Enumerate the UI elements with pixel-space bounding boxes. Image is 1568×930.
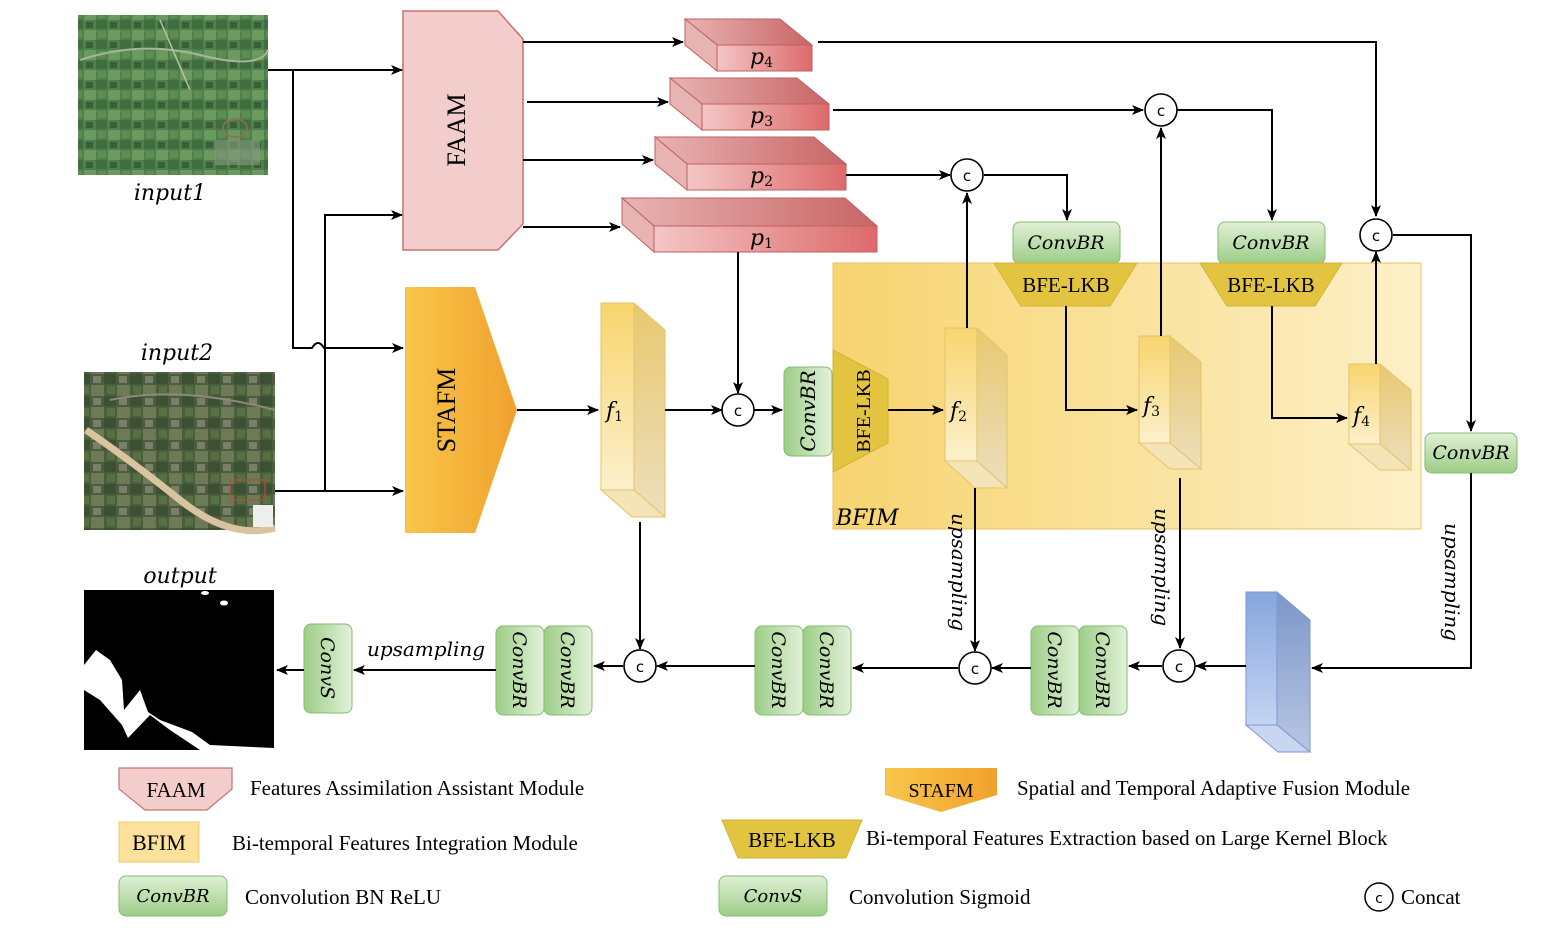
legend-bfim: BFIM Bi-temporal Features Integration Mo… xyxy=(118,821,578,863)
pyramid-p1: p1 xyxy=(620,196,879,254)
svg-text:c: c xyxy=(636,658,644,676)
feature-f3: f3 xyxy=(1137,334,1203,471)
legend: FAAM Features Assimilation Assistant Mod… xyxy=(118,767,1461,917)
bfe-lkb-block-top-2[interactable]: BFE-LKB xyxy=(1199,262,1343,307)
svg-text:c: c xyxy=(1175,658,1183,676)
legend-bfim-desc: Bi-temporal Features Integration Module xyxy=(232,831,578,855)
svg-text:c: c xyxy=(971,660,979,678)
concat-node-5: c xyxy=(1162,649,1196,683)
upsampling-label-2: upsampling xyxy=(1150,508,1174,626)
svg-text:FAAM: FAAM xyxy=(146,778,205,802)
connectors xyxy=(268,37,1476,675)
bfe-lkb-label: BFE-LKB xyxy=(853,369,875,452)
concat-node-4: c xyxy=(1359,218,1393,252)
input2-image xyxy=(84,372,276,535)
legend-convs: ConvS Convolution Sigmoid xyxy=(718,875,1031,917)
legend-faam: FAAM Features Assimilation Assistant Mod… xyxy=(118,767,584,811)
convbr-label: ConvBR xyxy=(1043,631,1065,708)
input1-label: input1 xyxy=(134,181,206,206)
stafm-block[interactable]: STAFM xyxy=(405,287,517,533)
legend-convbr-desc: Convolution BN ReLU xyxy=(245,885,441,909)
convbr-pair-3[interactable]: ConvBR ConvBR xyxy=(495,625,593,716)
svg-text:STAFM: STAFM xyxy=(908,780,973,802)
svg-text:c: c xyxy=(1157,102,1165,120)
upsampling-label-1: upsampling xyxy=(947,513,971,631)
legend-stafm-desc: Spatial and Temporal Adaptive Fusion Mod… xyxy=(1017,776,1410,800)
legend-bfe-lkb: BFE-LKB Bi-temporal Features Extraction … xyxy=(721,819,1388,859)
concat-node-3: c xyxy=(1144,93,1178,127)
convbr-label: ConvBR xyxy=(1432,442,1509,464)
input2-label: input2 xyxy=(141,341,213,366)
svg-text:ConvS: ConvS xyxy=(744,886,803,907)
legend-convs-desc: Convolution Sigmoid xyxy=(849,885,1031,909)
input1-image xyxy=(78,15,269,175)
convbr-label: ConvBR xyxy=(1232,232,1309,254)
faam-block[interactable]: FAAM xyxy=(402,10,524,251)
feature-f2: f2 xyxy=(943,326,1009,490)
convs-block[interactable]: ConvS xyxy=(303,623,353,714)
legend-bfe-lkb-desc: Bi-temporal Features Extraction based on… xyxy=(866,826,1388,850)
faam-label: FAAM xyxy=(442,93,471,166)
legend-convbr: ConvBR Convolution BN ReLU xyxy=(118,875,441,917)
svg-text:c: c xyxy=(963,167,971,185)
convbr-label: ConvBR xyxy=(508,631,530,708)
svg-text:c: c xyxy=(1372,227,1380,245)
pyramid-p2: p2 xyxy=(653,135,848,192)
svg-text:BFIM: BFIM xyxy=(132,830,186,855)
convbr-label: ConvBR xyxy=(767,631,789,708)
convbr-label: ConvBR xyxy=(1091,631,1113,708)
svg-text:ConvBR: ConvBR xyxy=(136,886,209,907)
pyramid-p4: p4 xyxy=(683,17,814,73)
convbr-block-right[interactable]: ConvBR xyxy=(1424,432,1518,474)
stafm-label: STAFM xyxy=(432,368,461,453)
convbr-pair-2[interactable]: ConvBR ConvBR xyxy=(754,625,852,716)
concat-node-6: c xyxy=(958,651,992,685)
feature-f1: f1 xyxy=(599,301,667,519)
upsampling-label-3: upsampling xyxy=(1440,523,1464,641)
feature-f4: f4 xyxy=(1347,362,1413,472)
bfe-lkb-block-entry[interactable]: BFE-LKB xyxy=(832,349,889,473)
output-mask xyxy=(84,590,274,750)
bfe-lkb-label: BFE-LKB xyxy=(1022,273,1110,297)
convbr-label: ConvBR xyxy=(1027,232,1104,254)
concat-node-2: c xyxy=(950,158,984,192)
concat-node-1: c xyxy=(721,393,755,427)
convbr-label: ConvBR xyxy=(815,631,837,708)
p2-label: p2 xyxy=(750,164,773,190)
legend-faam-desc: Features Assimilation Assistant Module xyxy=(250,776,584,800)
svg-text:BFE-LKB: BFE-LKB xyxy=(748,828,836,852)
decoder-feature xyxy=(1244,590,1312,754)
bfim-region: BFIM xyxy=(832,262,1422,531)
p4-label: p4 xyxy=(750,45,773,71)
output-label: output xyxy=(143,564,217,589)
convbr-label: ConvBR xyxy=(796,370,820,451)
convbr-block-top-1[interactable]: ConvBR xyxy=(1012,221,1121,265)
legend-concat: c Concat xyxy=(1364,882,1461,912)
convbr-label: ConvBR xyxy=(556,631,578,708)
pyramid-p3: p3 xyxy=(668,76,831,132)
convbr-pair-1[interactable]: ConvBR ConvBR xyxy=(1030,625,1128,716)
svg-text:c: c xyxy=(734,402,742,420)
svg-text:c: c xyxy=(1375,891,1383,907)
legend-concat-desc: Concat xyxy=(1401,885,1461,909)
bfe-lkb-block-top-1[interactable]: BFE-LKB xyxy=(993,262,1138,307)
concat-node-7: c xyxy=(623,649,657,683)
p1-label: p1 xyxy=(750,226,773,252)
p3-label: p3 xyxy=(750,104,773,130)
bfe-lkb-label: BFE-LKB xyxy=(1227,273,1315,297)
convbr-block-top-2[interactable]: ConvBR xyxy=(1217,221,1326,265)
upsampling-label-4: upsampling xyxy=(367,637,485,661)
convbr-block-entry[interactable]: ConvBR xyxy=(783,366,833,457)
legend-stafm: STAFM Spatial and Temporal Adaptive Fusi… xyxy=(885,768,1410,812)
convs-label: ConvS xyxy=(316,637,338,699)
bfim-label: BFIM xyxy=(835,506,899,531)
